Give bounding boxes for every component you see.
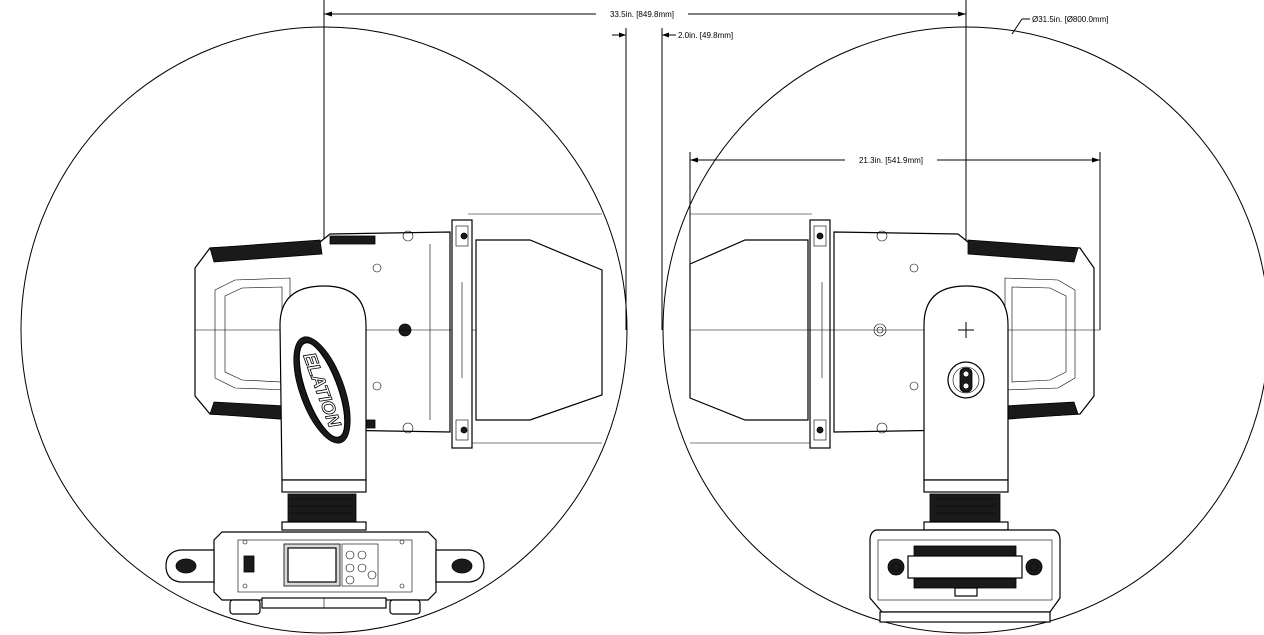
diameter-callout: Ø31.5in. [Ø800.0mm]: [1011, 15, 1108, 35]
overall-width-label: 33.5in. [849.8mm]: [610, 10, 674, 19]
offset-dimension: 2.0in. [49.8mm]: [612, 28, 733, 330]
left-fixture: ELATION: [165, 213, 603, 615]
right-fixture: [689, 213, 1100, 623]
body-width-label: 21.3in. [541.9mm]: [859, 156, 923, 165]
left-flag: [475, 239, 603, 421]
body-width-dimension: 21.3in. [541.9mm]: [689, 152, 1101, 330]
diameter-label: Ø31.5in. [Ø800.0mm]: [1032, 15, 1108, 24]
offset-label: 2.0in. [49.8mm]: [678, 31, 733, 40]
